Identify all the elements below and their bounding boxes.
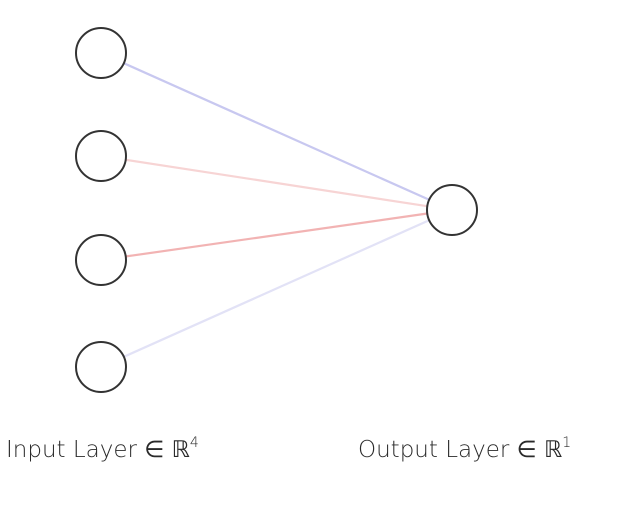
node-group xyxy=(75,27,478,393)
input-node-2 xyxy=(75,130,127,182)
output-node-1 xyxy=(426,184,478,236)
output-layer-label-text: Output Layer ∈ ℝ xyxy=(358,437,562,463)
input-node-1 xyxy=(75,27,127,79)
input-node-4 xyxy=(75,341,127,393)
edge-input-1-to-output-1 xyxy=(123,62,430,201)
edge-group xyxy=(123,62,430,358)
input-node-3 xyxy=(75,234,127,286)
edge-input-4-to-output-1 xyxy=(123,219,430,358)
output-layer-label: Output Layer ∈ ℝ1 xyxy=(358,435,571,463)
output-layer-dimension: 1 xyxy=(562,435,571,451)
edge-input-3-to-output-1 xyxy=(125,212,428,258)
input-layer-label: Input Layer ∈ ℝ4 xyxy=(6,435,199,463)
input-layer-dimension: 4 xyxy=(190,435,199,451)
edge-input-2-to-output-1 xyxy=(125,158,428,208)
input-layer-label-text: Input Layer ∈ ℝ xyxy=(6,437,190,463)
